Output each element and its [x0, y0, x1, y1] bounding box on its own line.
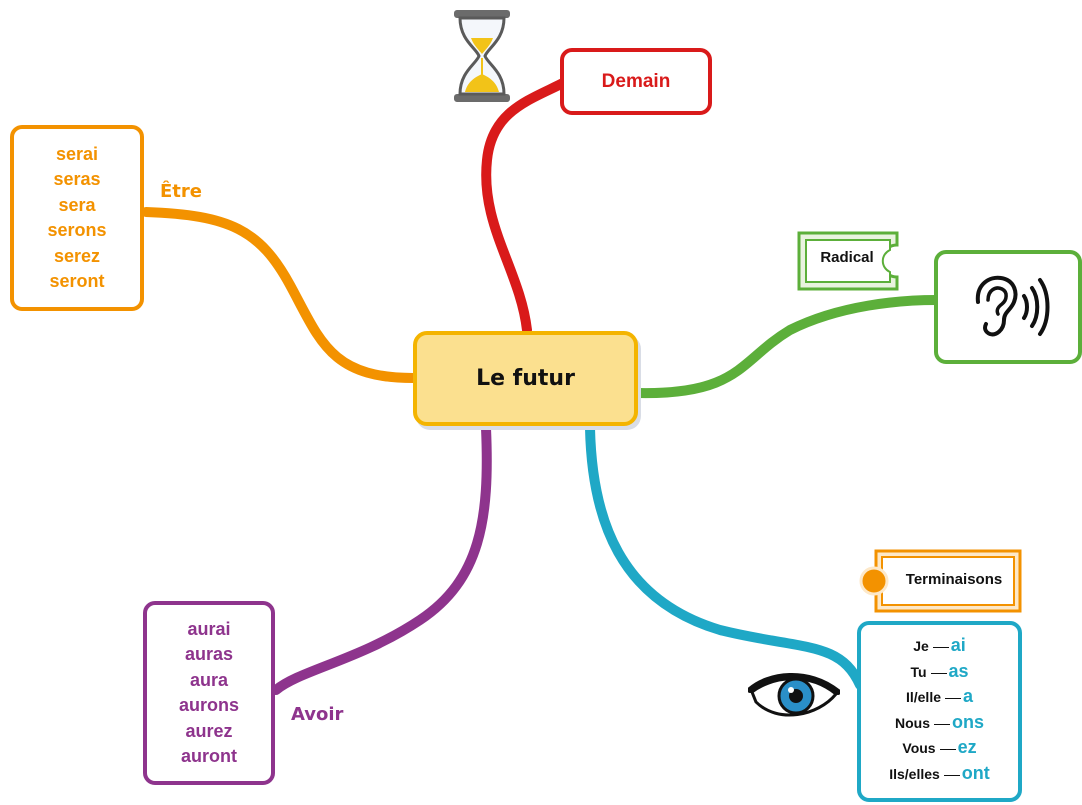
- blank-line: [945, 698, 961, 699]
- blank-line: [932, 647, 949, 648]
- etre-form: seras: [53, 169, 101, 189]
- radical-branch: [633, 295, 941, 399]
- ending: ez: [957, 737, 977, 757]
- ending: ai: [950, 635, 966, 655]
- radical-tag-shape: [797, 231, 899, 291]
- pronoun: Nous: [894, 714, 930, 731]
- ending: ons: [951, 711, 984, 732]
- blank-line: [930, 672, 947, 674]
- blank-line: [943, 774, 960, 776]
- etre-form: sera: [58, 194, 96, 215]
- pronoun: Il/elle: [905, 689, 941, 705]
- ending-row: Tu as: [910, 661, 968, 687]
- demain-branch: [481, 77, 570, 335]
- ending: a: [963, 686, 974, 706]
- etre-form: seront: [49, 271, 105, 291]
- ending-row: Ils/elles ont: [889, 763, 990, 789]
- etre-conjugation-box[interactable]: serai seras sera serons serez seront: [10, 125, 144, 311]
- pronoun: Ils/elles: [889, 765, 940, 782]
- ear-icon: [975, 275, 1050, 337]
- etre-branch: [141, 207, 418, 383]
- center-title: Le futur: [476, 366, 575, 391]
- ending-row: Vous ez: [902, 737, 976, 763]
- ending: as: [948, 660, 969, 681]
- demain-label: Demain: [601, 70, 671, 92]
- blank-line: [939, 749, 956, 750]
- pronoun: Vous: [902, 740, 936, 756]
- avoir-form: aura: [189, 669, 229, 690]
- avoir-conjugation-box[interactable]: aurai auras aura aurons aurez auront: [143, 601, 275, 785]
- pronoun: Je: [913, 638, 929, 654]
- terminaisons-label: Terminaisons: [905, 571, 1003, 588]
- avoir-form: aurai: [187, 618, 231, 639]
- etre-branch-label: Être: [160, 181, 202, 202]
- terminaisons-branch: [585, 423, 865, 690]
- etre-form: serez: [53, 245, 101, 266]
- blank-line: [933, 723, 950, 725]
- avoir-branch-label: Avoir: [291, 704, 344, 725]
- radical-node[interactable]: [934, 250, 1082, 364]
- center-node[interactable]: Le futur: [413, 331, 638, 426]
- etre-form: serai: [55, 143, 99, 164]
- ending-row: Nous ons: [895, 712, 984, 738]
- avoir-form: auras: [184, 644, 234, 664]
- pronoun: Tu: [910, 663, 927, 680]
- ending: ont: [961, 762, 990, 783]
- avoir-form: aurez: [185, 720, 233, 741]
- hourglass-icon: [454, 10, 510, 102]
- radical-label: Radical: [820, 249, 874, 266]
- terminaisons-box[interactable]: Je ai Tu as Il/elle a Nous ons Vous ez Ils/el…: [857, 621, 1022, 802]
- etre-form: serons: [47, 220, 107, 240]
- avoir-form: auront: [181, 746, 237, 766]
- demain-node[interactable]: Demain: [560, 48, 712, 115]
- ending-row: Je ai: [913, 635, 966, 661]
- terminaisons-tag-shape: [859, 549, 1022, 613]
- eye-icon: [748, 672, 840, 717]
- ending-row: Il/elle a: [906, 686, 973, 712]
- avoir-branch: [271, 423, 492, 695]
- avoir-form: aurons: [178, 695, 239, 715]
